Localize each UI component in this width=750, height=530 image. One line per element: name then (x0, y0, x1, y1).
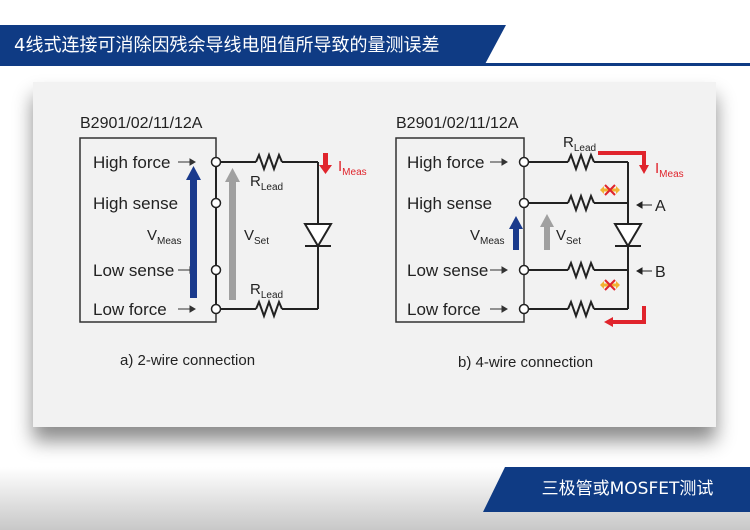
diagram-b-terminal-low-force: Low force (407, 300, 481, 319)
diagram-b-v-set-label: VSet (556, 227, 581, 247)
diagram-a-node-high-force (210, 156, 222, 168)
diagram-a-i-meas-label: IMeas (338, 158, 367, 178)
diagram-b-model: B2901/02/11/12A (396, 115, 519, 132)
diagram-b-terminal-high-sense: High sense (407, 194, 492, 213)
diagram-b-node-b-label: B (655, 264, 666, 281)
diagram-a-v-set-label: VSet (244, 227, 269, 247)
title-rule (0, 63, 750, 66)
diagram-a-i-meas-arrow (319, 153, 332, 174)
diagram-a-v-set-arrow (225, 168, 240, 300)
diagram-b-i-meas-path (598, 151, 646, 324)
diagram-a-node-low-force (210, 303, 222, 315)
diagram-a-node-high-sense (210, 197, 222, 209)
diagram-b-no-current-marker-bottom (600, 279, 620, 291)
diagram-a-terminal-high-sense: High sense (93, 194, 178, 213)
diagram-a-terminal-low-force: Low force (93, 300, 167, 319)
diagram-b-v-meas-label: VMeas (470, 227, 504, 247)
diagram-b-r-lead-label: RLead (563, 134, 596, 154)
diagram-a-v-meas-arrow (186, 166, 201, 298)
diagram-a-caption: a) 2-wire connection (120, 352, 255, 369)
diagram-a-v-meas-label: VMeas (147, 227, 181, 247)
diagram-b-node-a-label: A (655, 198, 666, 215)
diagram-b-v-set-arrow (540, 214, 554, 250)
diagram-a-terminal-low-sense: Low sense (93, 261, 174, 280)
diagram-b-node-high-force (518, 156, 530, 168)
diagram-a: B2901/02/11/12A High force High sense Lo… (79, 115, 367, 369)
diagram-a-diode (303, 223, 333, 248)
diagram-panel (33, 82, 716, 427)
diagram-a-r-lead-bottom: RLead (250, 281, 283, 301)
diagram-a-terminal-high-force: High force (93, 153, 170, 172)
diagram-b-no-current-marker-top (600, 184, 620, 196)
title-accent (484, 25, 506, 66)
diagram-a-r-lead-top: RLead (250, 173, 283, 193)
diagram-b: B2901/02/11/12A High force High sense Lo… (395, 115, 684, 371)
diagram-b-node-high-sense (518, 197, 530, 209)
page-title: 4线式连接可消除因残余导线电阻值所导致的量测误差 (0, 25, 484, 66)
diagram-b-i-meas-label: IMeas (655, 160, 684, 180)
diagram-a-model: B2901/02/11/12A (80, 115, 203, 132)
diagram-b-terminal-low-sense: Low sense (407, 261, 488, 280)
diagram-b-caption: b) 4-wire connection (458, 354, 593, 371)
diagram-b-diode (613, 223, 643, 248)
diagram-b-v-meas-arrow (509, 216, 523, 250)
footer-accent (483, 467, 505, 512)
footer-tag: 三极管或MOSFET测试 (505, 467, 750, 512)
diagram-b-node-low-force (518, 303, 530, 315)
diagram-b-terminal-high-force: High force (407, 153, 484, 172)
diagram-a-node-low-sense (210, 264, 222, 276)
diagram-b-smu-box (395, 137, 525, 323)
diagram-b-node-low-sense (518, 264, 530, 276)
